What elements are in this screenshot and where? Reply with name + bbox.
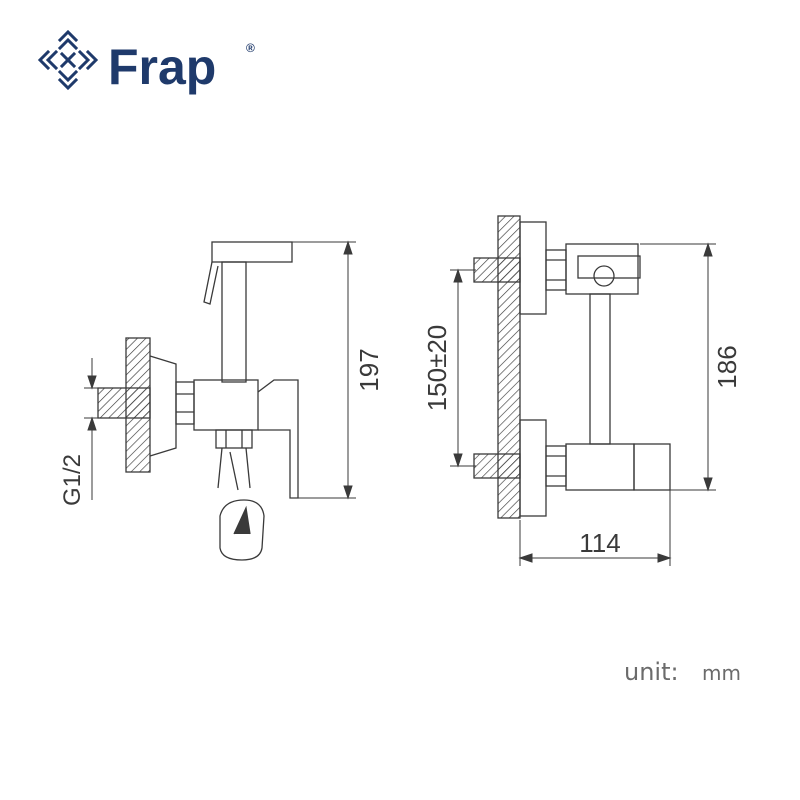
lower-flange	[519, 419, 547, 517]
unit-note: unit: mm	[624, 658, 741, 686]
lever-handle	[257, 379, 299, 499]
unit-label: unit:	[624, 658, 679, 686]
inlet-pipe	[97, 387, 151, 419]
spray-head	[219, 499, 265, 561]
depth-label: 114	[579, 528, 620, 558]
front-height-label: 197	[354, 348, 384, 391]
front-view	[97, 241, 299, 561]
brand-logo: Frap ®	[37, 29, 255, 95]
hose	[217, 447, 251, 491]
dimension-front-height	[292, 240, 356, 500]
dimension-thread	[84, 358, 100, 500]
unit-value: mm	[702, 661, 741, 685]
holder-block	[211, 241, 293, 263]
connection-nut	[175, 381, 195, 425]
valve-body	[193, 379, 259, 431]
upper-inlet	[473, 257, 521, 283]
center-distance-label: 150±20	[422, 325, 452, 412]
brand-name: Frap	[108, 39, 216, 95]
holder-hook	[203, 261, 219, 305]
snowflake-icon	[37, 29, 99, 91]
lower-inlet	[473, 453, 521, 479]
lower-nut	[545, 445, 567, 487]
side-body	[565, 443, 635, 491]
registered-mark: ®	[246, 41, 255, 55]
dimension-center-distance	[450, 268, 476, 468]
upper-nut	[545, 249, 567, 291]
side-view	[473, 215, 671, 519]
vertical-tube	[221, 261, 247, 383]
thread-label: G1/2	[59, 454, 86, 506]
upper-flange	[519, 221, 547, 315]
side-wall	[497, 215, 521, 519]
side-height-label: 186	[712, 345, 742, 388]
outlet-nut	[215, 429, 253, 449]
side-holder	[565, 243, 639, 295]
flange	[149, 355, 177, 457]
dimension-depth	[518, 490, 672, 566]
side-tube	[589, 293, 611, 445]
dimension-side-height	[640, 242, 716, 492]
